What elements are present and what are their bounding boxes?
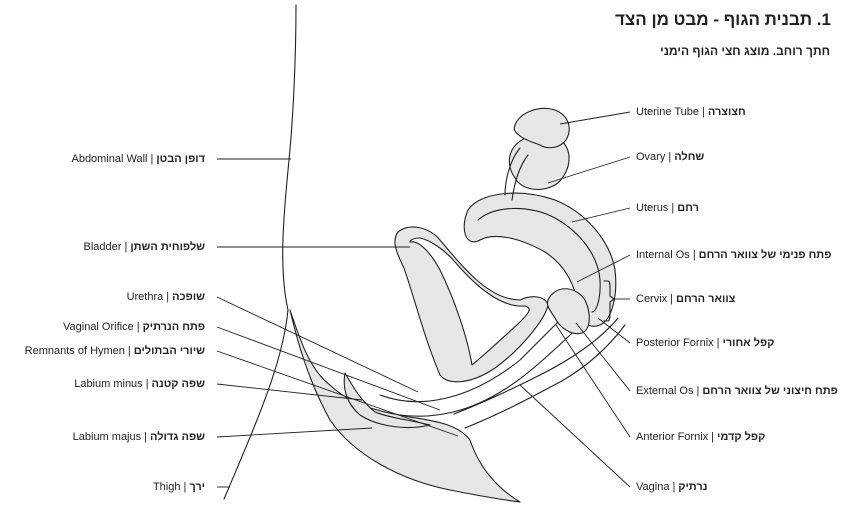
label-uterus: Uterus|רחם bbox=[636, 201, 699, 215]
labium-majus-shape bbox=[290, 310, 520, 502]
leader-uterine-tube bbox=[560, 112, 630, 124]
leader-labium-minus bbox=[217, 384, 362, 400]
label-vagina: Vagina|נרתיק bbox=[636, 480, 707, 494]
label-vaginal-orifice: Vaginal Orifice|פתח הנרתיק bbox=[63, 320, 205, 334]
label-anterior-fornix: Anterior Fornix|קפל קדמי bbox=[636, 430, 765, 444]
label-urethra: Urethra|שופכה bbox=[127, 290, 205, 304]
label-labium-minus: Labium minus|שפה קטנה bbox=[74, 377, 205, 391]
label-remnants-of-hymen: Remnants of Hymen|שיורי הבתולים bbox=[25, 344, 205, 358]
label-uterine-tube: Uterine Tube|חצוצרה bbox=[636, 105, 746, 119]
abdominal-wall-outline bbox=[224, 5, 296, 499]
label-bladder: Bladder|שלפוחית השתן bbox=[84, 240, 205, 254]
bladder-shape bbox=[395, 227, 548, 382]
label-external-os: External Os|פתח חיצוני של צוואר הרחם bbox=[636, 384, 838, 398]
label-cervix: Cervix|צוואר הרחם bbox=[636, 292, 735, 306]
label-abdominal-wall: Abdominal Wall|דופן הבטן bbox=[71, 152, 205, 166]
label-thigh: Thigh|ירך bbox=[153, 480, 205, 494]
label-posterior-fornix: Posterior Fornix|קפל אחורי bbox=[636, 336, 774, 350]
label-labium-majus: Labium majus|שפה גדולה bbox=[73, 430, 205, 444]
leader-vagina bbox=[520, 385, 630, 487]
urethra-wall bbox=[380, 305, 575, 402]
label-internal-os: Internal Os|פתח פנימי של צוואר הרחם bbox=[636, 248, 831, 262]
label-ovary: Ovary|שחלה bbox=[636, 150, 704, 164]
